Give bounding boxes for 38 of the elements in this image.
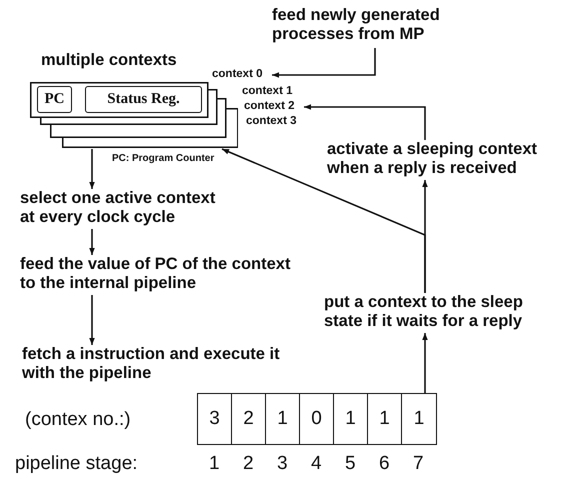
stage-number: 7	[413, 453, 424, 475]
step-text: activate a sleeping context when a reply is received	[327, 140, 562, 180]
step-text: feed newly generated processes from MP	[272, 6, 502, 48]
context-label: context 2	[244, 100, 304, 113]
arrow	[422, 333, 428, 393]
step-text: fetch a instruction and execute it with the pipeline	[22, 345, 287, 385]
arrow	[222, 148, 426, 293]
row-label: (contex no.:)	[25, 409, 131, 431]
arrow	[304, 104, 426, 140]
pipeline-register	[197, 393, 437, 445]
stage-number: 6	[379, 453, 390, 475]
arrow	[89, 295, 95, 345]
step-text: select one active context at every clock cycle	[20, 189, 220, 229]
step-text: put a context to the sleep state if it waits for a reply	[324, 293, 529, 333]
row-label: pipeline stage:	[15, 453, 138, 475]
context-number: 3	[198, 394, 232, 444]
register-field: PC	[37, 86, 72, 113]
arrow	[272, 48, 376, 78]
step-text: feed the value of PC of the context to the internal pipeline	[20, 255, 305, 295]
context-label: context 0	[212, 68, 272, 81]
register-field: Status Reg.	[85, 86, 202, 113]
context-number: 1	[334, 394, 368, 444]
stack-heading: multiple contexts	[41, 51, 177, 70]
context-number: 1	[412, 407, 426, 431]
context-number: 1	[368, 394, 402, 444]
context-number: 2	[232, 394, 266, 444]
stage-number: 4	[311, 453, 322, 475]
context-label: context 3	[246, 115, 306, 128]
context-number: 0	[300, 394, 334, 444]
arrow	[89, 149, 95, 189]
stage-number: 2	[243, 453, 254, 475]
context-label: context 1	[242, 85, 302, 98]
stage-number: 3	[277, 453, 288, 475]
stage-number: 1	[209, 453, 220, 475]
arrow	[89, 229, 95, 255]
context-number: 1	[266, 394, 300, 444]
note-text: PC: Program Counter	[112, 153, 214, 164]
stage-number: 5	[345, 453, 356, 475]
